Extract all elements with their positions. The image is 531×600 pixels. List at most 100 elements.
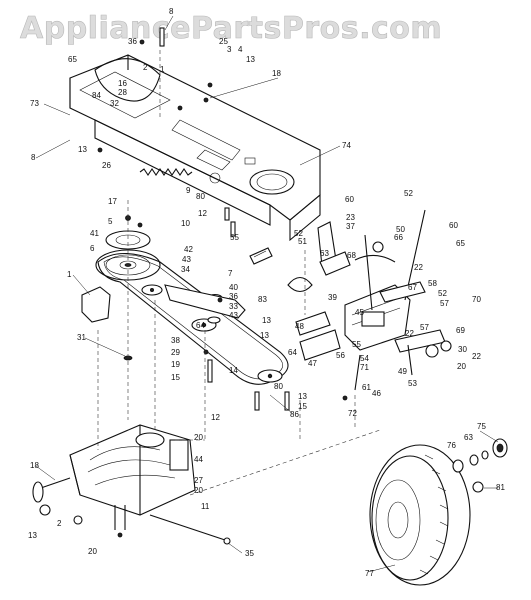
transaxle-assembly	[32, 424, 196, 538]
callout: 5	[108, 217, 113, 226]
callout: 81	[496, 483, 505, 492]
callout: 51	[298, 237, 307, 246]
callout: 65	[456, 239, 465, 248]
callout: 69	[456, 326, 465, 335]
callout: 26	[102, 161, 111, 170]
callout: 15	[298, 402, 307, 411]
callout: 12	[198, 209, 207, 218]
callout: 32	[110, 99, 119, 108]
brake-linkage-assembly	[295, 209, 452, 391]
rear-wheel-tire	[369, 444, 471, 586]
callout: 57	[440, 299, 449, 308]
callout: 56	[336, 351, 345, 360]
callout: 60	[449, 221, 458, 230]
callout-leaders	[35, 15, 499, 573]
callout: 71	[360, 363, 369, 372]
callout: 40	[229, 283, 238, 292]
callout: 30	[458, 345, 467, 354]
callout: 18	[30, 461, 39, 470]
callout: 64	[288, 348, 297, 357]
callout: 42	[184, 245, 193, 254]
callout: 16	[118, 79, 127, 88]
callout: 27	[194, 476, 203, 485]
site-watermark: AppliancePartsPros.com	[20, 11, 442, 46]
axle-hardware	[452, 438, 508, 493]
callout: 8	[169, 7, 174, 16]
callout: 10	[181, 219, 190, 228]
callout: 60	[345, 195, 354, 204]
callout: 1	[160, 65, 165, 74]
callout: 84	[92, 91, 101, 100]
callout: 2	[143, 63, 148, 72]
callout: 9	[186, 186, 191, 195]
callout: 35	[245, 549, 254, 558]
callout: 13	[260, 331, 269, 340]
callout: 7	[228, 269, 233, 278]
callout: 39	[328, 293, 337, 302]
callout: 57	[420, 323, 429, 332]
belt-guide	[81, 286, 111, 323]
callout: 83	[258, 295, 267, 304]
callout: 1	[67, 270, 72, 279]
callout: 54	[360, 354, 369, 363]
callout: 55	[352, 340, 361, 349]
callout: 73	[30, 99, 39, 108]
callout: 4	[238, 45, 243, 54]
callout: 29	[171, 348, 180, 357]
chassis-frame	[69, 54, 321, 242]
callout: 3	[227, 45, 232, 54]
callout: 15	[171, 373, 180, 382]
callout: 11	[201, 502, 210, 511]
clutch-cable	[287, 276, 313, 293]
callout: 13	[246, 55, 255, 64]
callout: 6	[90, 244, 95, 253]
callout: 13	[262, 316, 271, 325]
callout: 61	[362, 383, 371, 392]
callout: 37	[346, 222, 355, 231]
callout: 25	[219, 37, 228, 46]
callout: 22	[472, 352, 481, 361]
tension-spring	[139, 168, 193, 176]
callout: 63	[464, 433, 473, 442]
callout: 22	[405, 329, 414, 338]
callout: 13	[78, 145, 87, 154]
callout: 63	[320, 249, 329, 258]
shift-rod	[149, 514, 226, 541]
callout: 55	[230, 233, 239, 242]
callout: 58	[428, 279, 437, 288]
callout: 77	[365, 569, 374, 578]
callout: 66	[394, 233, 403, 242]
callout: 68	[347, 251, 356, 260]
callout: 43	[182, 255, 191, 264]
part-callouts: 8 36 25 3 4 13 18 65 2 1 16 28 84 32 73 …	[28, 7, 505, 578]
callout: 20	[194, 486, 203, 495]
callout: 28	[118, 88, 127, 97]
callout: 41	[90, 229, 99, 238]
callout: 13	[298, 392, 307, 401]
callout: 2	[57, 519, 62, 528]
callout: 14	[229, 366, 238, 375]
callout: 53	[408, 379, 417, 388]
callout: 20	[194, 433, 203, 442]
callout: 46	[372, 389, 381, 398]
callout: 48	[295, 322, 304, 331]
callout: 36	[128, 37, 137, 46]
callout: 70	[472, 295, 481, 304]
callout: 34	[181, 265, 190, 274]
callout: 20	[88, 547, 97, 556]
callout: 36	[229, 292, 238, 301]
callout: 33	[229, 302, 238, 311]
belt-keeper	[249, 247, 273, 265]
callout: 64	[196, 321, 205, 330]
callout: 45	[355, 308, 364, 317]
callout: 12	[211, 413, 220, 422]
callout: 52	[404, 189, 413, 198]
callout: 52	[438, 289, 447, 298]
callout: 50	[396, 225, 405, 234]
callout: 65	[68, 55, 77, 64]
callout: 23	[346, 213, 355, 222]
callout: 19	[171, 360, 180, 369]
callout: 8	[31, 153, 36, 162]
callout: 20	[457, 362, 466, 371]
